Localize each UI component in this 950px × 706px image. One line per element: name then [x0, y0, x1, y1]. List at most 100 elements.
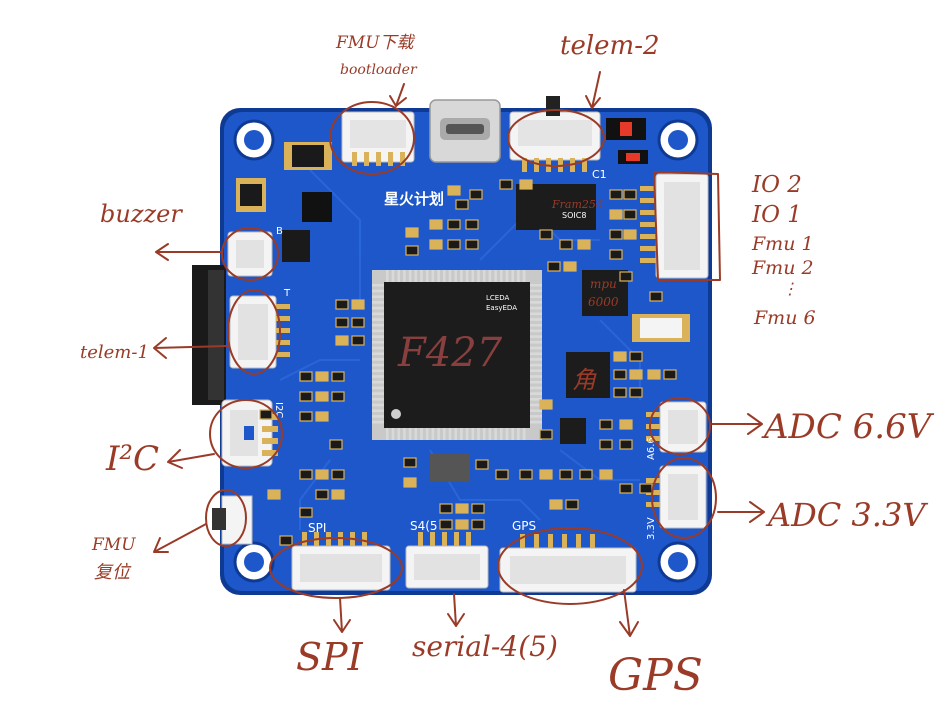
- smd-part: [439, 519, 453, 530]
- label-spi: SPI: [296, 635, 364, 679]
- mcu-pin: [408, 270, 412, 282]
- mcu-pin: [372, 301, 384, 304]
- mcu-pin: [408, 428, 412, 440]
- mcu-pin: [530, 398, 542, 401]
- smd-part: [619, 439, 633, 450]
- label-mpu-bottom: 6000: [588, 295, 619, 309]
- mcu-pin: [530, 403, 542, 407]
- mcu-pin: [460, 428, 463, 440]
- mcu-pin: [517, 270, 520, 282]
- smd-part: [439, 503, 453, 514]
- mcu-pin: [530, 380, 542, 384]
- smd-part: [549, 499, 563, 510]
- mcu-pin: [437, 428, 440, 440]
- led-red: [620, 122, 632, 136]
- smd-part: [579, 469, 593, 480]
- mcu-pin: [454, 270, 457, 282]
- mounting-holes: [233, 119, 699, 583]
- label-fram: Fram256: [551, 198, 603, 211]
- smd-part: [315, 469, 329, 480]
- mcu-pin: [505, 270, 509, 282]
- label-bootloader: bootloader: [340, 62, 418, 78]
- pcb-board: C1 星火计划 B T: [192, 96, 712, 595]
- mcu-pin: [471, 428, 475, 440]
- label-fmu-download: FMU下载: [335, 33, 416, 53]
- mcu-f427: LCEDA EasyEDA: [372, 270, 542, 440]
- mcu-pin: [530, 346, 542, 350]
- mcu-pin: [488, 270, 492, 282]
- silk-a33: 3.3V: [646, 517, 657, 540]
- mcu-pin: [530, 335, 542, 338]
- smd-part: [403, 477, 417, 488]
- label-fmu-reset-1: FMU: [91, 535, 136, 555]
- label-i2c: I²C: [105, 439, 159, 479]
- mcu-pin: [372, 295, 384, 298]
- mcu-pin: [530, 295, 542, 298]
- smd-part: [609, 249, 623, 260]
- arrow-adc66: [711, 413, 763, 435]
- smd-part: [619, 419, 633, 430]
- mcu-pin: [414, 270, 418, 282]
- mcu-pin: [443, 270, 446, 282]
- mcu-pin: [500, 428, 503, 440]
- mcu-pin: [372, 398, 384, 401]
- smd-part: [613, 369, 627, 380]
- mcu-pin: [372, 329, 384, 333]
- mcu-pin: [372, 386, 384, 390]
- smd-part: [599, 419, 613, 430]
- mcu-pin: [386, 270, 389, 282]
- smd-part: [315, 411, 329, 422]
- label-f427: F427: [397, 330, 503, 376]
- mcu-pin: [530, 409, 542, 412]
- label-fmu6: Fmu 6: [753, 307, 816, 329]
- mcu-pin: [372, 420, 384, 424]
- silk-a6: A6.6: [646, 437, 657, 460]
- silk-lceda: LCEDA: [486, 294, 509, 302]
- smd-part: [447, 185, 461, 196]
- smd-part: [563, 261, 577, 272]
- circle-spi: [269, 537, 403, 599]
- annotations: FMU下载 bootloader telem-2 buzzer IO 2 IO …: [80, 31, 935, 701]
- smd-part: [403, 457, 417, 468]
- smd-part: [279, 535, 293, 546]
- label-adc66: ADC 6.6V: [761, 407, 935, 447]
- smd-part: [619, 483, 633, 494]
- label-telem2: telem-2: [560, 31, 660, 61]
- smd-part: [465, 219, 479, 230]
- mcu-pin: [414, 428, 418, 440]
- smd-part: [519, 179, 533, 190]
- mcu-pin: [530, 323, 542, 327]
- mcu-pin: [372, 284, 384, 287]
- smd-part: [619, 271, 633, 282]
- label-gps: GPS: [608, 650, 703, 701]
- label-fmu2: Fmu 2: [751, 257, 814, 279]
- smd-part: [405, 227, 419, 238]
- mcu-pin: [530, 306, 542, 310]
- smd-part: [559, 239, 573, 250]
- mcu-pin: [505, 428, 509, 440]
- smd-part: [475, 459, 489, 470]
- smd-part: [429, 219, 443, 230]
- mcu-pin: [372, 415, 384, 418]
- smd-components: [259, 179, 677, 546]
- silk-spi: SPI: [308, 521, 326, 535]
- gps-connector: [499, 534, 637, 593]
- mcu-pin: [530, 358, 542, 361]
- circle-gps: [497, 527, 643, 605]
- smd-part: [465, 239, 479, 250]
- silk-logo: 星火计划: [384, 190, 444, 208]
- mcu-pin: [530, 289, 542, 293]
- mcu-pin: [477, 428, 480, 440]
- mcu-pin: [372, 312, 384, 316]
- io-fmu-header: [640, 173, 709, 279]
- mcu-pin: [454, 428, 457, 440]
- label-telem1: telem-1: [80, 342, 149, 363]
- smd-part: [469, 189, 483, 200]
- label-serial: serial-4(5): [412, 630, 558, 663]
- smd-part: [649, 291, 663, 302]
- mcu-pin: [460, 270, 463, 282]
- mcu-pin: [471, 270, 475, 282]
- mcu-pin: [391, 270, 395, 282]
- silk-b: B: [276, 226, 283, 237]
